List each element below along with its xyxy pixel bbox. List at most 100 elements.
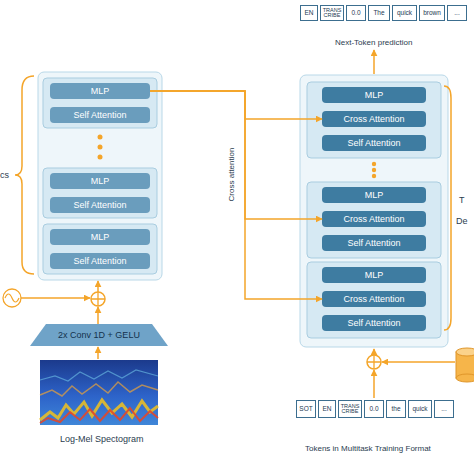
cross-attention-connector: [150, 91, 322, 119]
node-text: the: [391, 406, 400, 413]
decoder-block: [307, 82, 441, 158]
node-text: Self Attention: [347, 238, 400, 248]
token-box: EN: [318, 400, 336, 418]
ellipsis-dot: [372, 162, 376, 166]
token-box: 0.0: [346, 5, 366, 21]
flow-arrow: [373, 349, 375, 355]
node-text: Self Attention: [347, 318, 400, 328]
node-text: Cross Attention: [343, 294, 404, 304]
node-text: The: [373, 10, 384, 17]
decoder-block: [307, 262, 441, 338]
node-text: Cross Attention: [343, 114, 404, 124]
ellipsis-dot: [98, 145, 103, 150]
embedding-cylinder: [456, 374, 474, 382]
node-text: MLP: [91, 86, 110, 96]
node-text: SOT: [299, 406, 312, 413]
decoder-frame: [300, 75, 448, 347]
add-symbol: [91, 292, 105, 306]
self-attention-layer: Self Attention: [50, 107, 150, 123]
token-box: ...: [434, 400, 454, 418]
flow-arrow: [97, 307, 99, 324]
spectrogram-band: [40, 400, 158, 420]
cropped-label: cs: [0, 170, 9, 180]
spectrogram-image: [40, 360, 158, 425]
cross-attention-connector: [150, 91, 322, 299]
self-attention-layer: Self Attention: [322, 315, 426, 331]
node-text: ...: [441, 406, 446, 413]
ellipsis-dot: [98, 155, 103, 160]
conv-trapezoid: 2x Conv 1D + GELU: [30, 324, 168, 346]
self-attention-layer: Self Attention: [322, 235, 426, 251]
flow-arrow: [382, 361, 455, 363]
input-caption: Tokens in Multitask Training Format: [305, 444, 431, 453]
cross-attention-layer: Cross Attention: [322, 211, 426, 227]
cross-attention-layer: Cross Attention: [322, 111, 426, 127]
encoder-frame: [38, 72, 162, 280]
node-text: MLP: [91, 176, 110, 186]
trapezoid-shape: [30, 324, 168, 346]
node-text: MLP: [91, 232, 110, 242]
node-text: 0.0: [369, 406, 378, 413]
node-text: Self Attention: [347, 138, 400, 148]
spectrogram-band: [40, 408, 158, 423]
token-box: the: [386, 400, 406, 418]
node-text: MLP: [365, 190, 384, 200]
cross-attention-connector: [150, 91, 322, 219]
token-box: quick: [392, 5, 417, 21]
ellipsis-dot: [372, 168, 376, 172]
group-bracket: [15, 76, 34, 274]
token-box: The: [368, 5, 390, 21]
token-box: TRANS CRIBE: [320, 5, 344, 21]
node-text: TRANS CRIBE: [339, 404, 361, 415]
flow-arrow: [373, 50, 375, 74]
flow-arrow: [97, 281, 99, 292]
add-cross: [91, 292, 105, 306]
node-text: EN: [322, 406, 331, 413]
spectrogram-harmonic: [40, 370, 158, 381]
image-caption: Log-Mel Spectogram: [60, 434, 144, 444]
add-cross: [367, 355, 381, 369]
sine-wave: [5, 294, 19, 302]
flow-arrow: [97, 347, 99, 359]
node-text: TRANS CRIBE: [321, 8, 343, 19]
encoder-block: [43, 168, 157, 218]
node-text: ...: [454, 10, 459, 17]
node-text: Self Attention: [73, 256, 126, 266]
token-box: brown: [419, 5, 445, 21]
ellipsis-dot: [98, 135, 103, 140]
self-attention-layer: Self Attention: [50, 253, 150, 269]
node-text: quick: [412, 406, 427, 413]
spectrogram-harmonic: [40, 382, 158, 396]
node-text: EN: [304, 10, 313, 17]
cropped-label: T: [459, 195, 465, 205]
self-attention-layer: Self Attention: [322, 135, 426, 151]
mlp-layer: MLP: [322, 187, 426, 203]
add-symbol: [367, 355, 381, 369]
encoder-block: [43, 224, 157, 274]
node-text: MLP: [365, 90, 384, 100]
node-text: 0.0: [351, 10, 360, 17]
node-text: quick: [397, 10, 412, 17]
connector-label: Cross attention: [227, 148, 236, 202]
encoder-block: [43, 78, 157, 128]
mlp-layer: MLP: [50, 173, 150, 189]
decoder-block: [307, 182, 441, 258]
node-text: MLP: [365, 270, 384, 280]
mlp-layer: MLP: [322, 87, 426, 103]
self-attention-layer: Self Attention: [50, 197, 150, 213]
cross-attention-layer: Cross Attention: [322, 291, 426, 307]
token-box: quick: [408, 400, 432, 418]
node-text: Cross Attention: [343, 214, 404, 224]
ellipsis-dot: [372, 174, 376, 178]
embedding-cylinder: [456, 348, 474, 356]
group-bracket: [444, 86, 451, 330]
token-box: ...: [447, 5, 467, 21]
node-text: 2x Conv 1D + GELU: [58, 330, 140, 340]
node-text: Self Attention: [73, 110, 126, 120]
mlp-layer: MLP: [50, 83, 150, 99]
mlp-layer: MLP: [322, 267, 426, 283]
token-box: SOT: [296, 400, 316, 418]
node-text: Self Attention: [73, 200, 126, 210]
